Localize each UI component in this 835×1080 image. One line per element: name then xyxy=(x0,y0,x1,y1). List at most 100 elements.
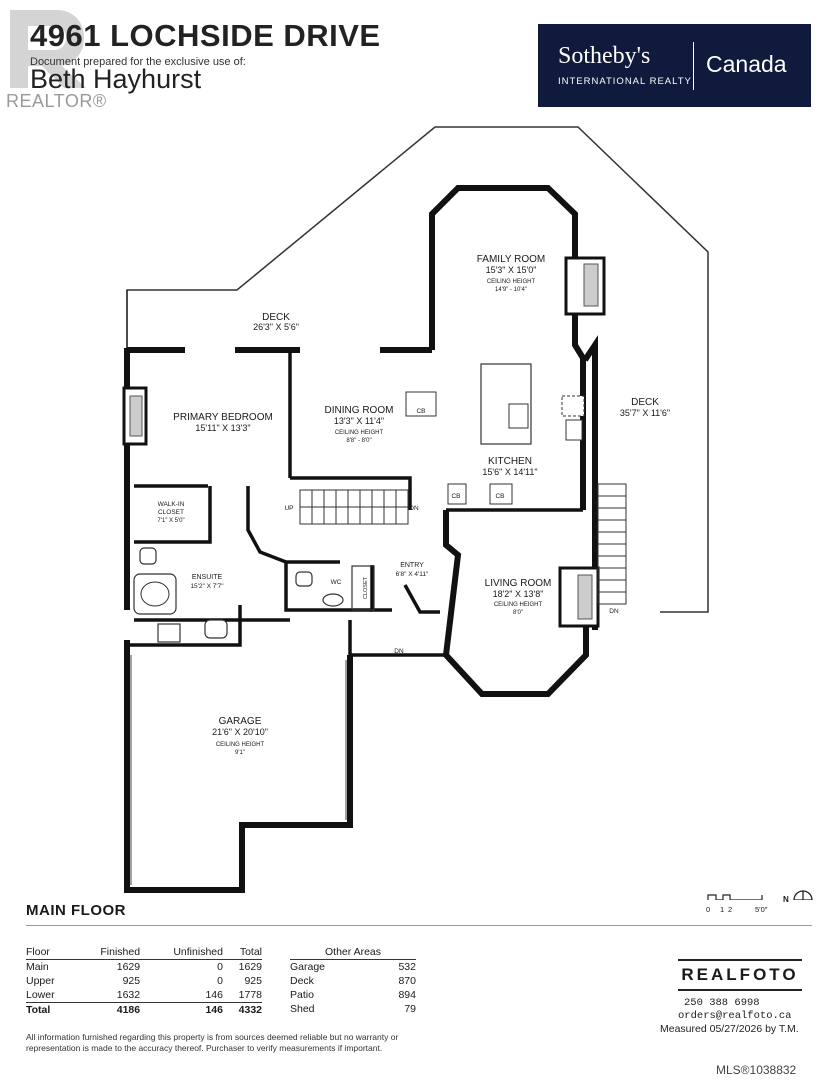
table-cell: Upper xyxy=(26,975,55,987)
svg-text:6'8" X 4'11": 6'8" X 4'11" xyxy=(396,571,429,578)
cabinet-cb xyxy=(489,483,513,505)
scale-bar xyxy=(707,894,763,900)
svg-text:WALK-IN: WALK-IN xyxy=(158,501,185,508)
floor-plan: DECK 26'3" X 5'6" FAMILY ROOM 15'3" X 15… xyxy=(122,126,813,900)
other-areas-table: Other Areas Garage 532 Deck 870 Patio 89… xyxy=(290,946,416,1016)
deck-stairs xyxy=(597,483,627,605)
table-cell: 0 xyxy=(217,961,223,973)
svg-text:35'7" X 11'6": 35'7" X 11'6" xyxy=(620,408,670,418)
column-header: Floor xyxy=(26,946,74,960)
table-row: Deck 870 xyxy=(290,974,416,988)
prepared-for-label: Document prepared for the exclusive use … xyxy=(30,56,246,68)
table-row: Garage 532 xyxy=(290,960,416,975)
measured-date: Measured 05/27/2026 by T.M. xyxy=(660,1023,799,1035)
svg-text:13'3" X 11'4": 13'3" X 11'4" xyxy=(334,416,384,426)
table-row: Lower 1632 146 1778 xyxy=(26,988,262,1003)
table-cell: 1629 xyxy=(238,961,262,973)
closet-label: CLOSET xyxy=(363,576,369,599)
room-label-primary-bedroom: PRIMARY BEDROOM 15'11" X 13'3" xyxy=(173,412,273,433)
brand-sub: INTERNATIONAL REALTY xyxy=(558,76,692,87)
room-label-kitchen: KITCHEN 15'6" X 14'11" xyxy=(482,456,537,477)
stair-down-label: DN xyxy=(609,608,619,615)
table-cell: 0 xyxy=(217,975,223,987)
svg-text:PRIMARY BEDROOM: PRIMARY BEDROOM xyxy=(173,412,273,423)
entry-closet xyxy=(351,565,375,611)
cabinet-cb xyxy=(405,391,437,417)
cabinet-label: CB xyxy=(416,408,425,415)
svg-text:9'1": 9'1" xyxy=(235,750,245,756)
table-cell: 1778 xyxy=(238,989,262,1001)
north-label: N xyxy=(783,895,789,904)
svg-text:7'1" X 5'0": 7'1" X 5'0" xyxy=(157,518,184,524)
brand-country: Canada xyxy=(706,51,787,77)
cabinet-cb xyxy=(447,483,467,505)
property-title: 4961 LOCHSIDE DRIVE xyxy=(30,18,381,53)
mls-number: MLS®1038832 xyxy=(716,1063,797,1077)
room-label-dining-room: DINING ROOM 13'3" X 11'4" CEILING HEIGHT… xyxy=(325,405,394,444)
fireplace-icon xyxy=(122,386,148,446)
svg-text:KITCHEN: KITCHEN xyxy=(488,456,532,467)
floor-name: MAIN FLOOR xyxy=(26,902,126,919)
room-label-garage: GARAGE 21'6" X 20'10" CEILING HEIGHT 9'1… xyxy=(212,716,268,756)
svg-text:26'3" X 5'6": 26'3" X 5'6" xyxy=(253,322,299,332)
stairs xyxy=(299,489,409,525)
toilet-icon xyxy=(139,547,157,565)
room-label-deck-right: DECK 35'7" X 11'6" xyxy=(620,397,670,418)
table-total-row: Total 4186 146 4332 xyxy=(26,1002,262,1017)
table-cell: 925 xyxy=(122,975,141,987)
svg-text:15'3" X 15'0": 15'3" X 15'0" xyxy=(486,265,537,275)
stair-down-label: DN xyxy=(409,505,419,512)
scale-five: 5'0" xyxy=(755,905,768,914)
table-cell: 4186 xyxy=(73,1002,141,1017)
table-row: Patio 894 xyxy=(290,988,416,1002)
sink-icon xyxy=(204,619,228,639)
table-cell: 146 xyxy=(205,989,223,1001)
agent-name: Beth Hayhurst xyxy=(30,64,202,94)
table-cell: Garage xyxy=(290,961,326,973)
svg-text:CEILING HEIGHT: CEILING HEIGHT xyxy=(487,279,536,285)
bathtub-icon xyxy=(133,573,177,615)
double-sink-icon xyxy=(565,419,583,441)
table-cell: 870 xyxy=(398,975,416,987)
room-label-entry: ENTRY 6'8" X 4'11" xyxy=(396,562,429,578)
areas-table: Floor Finished Unfinished Total Main 162… xyxy=(26,946,262,1017)
sink-icon xyxy=(157,623,181,643)
table-cell: Total xyxy=(26,1002,74,1017)
realtor-mark-text: REALTOR® xyxy=(6,91,107,111)
exterior-walls xyxy=(124,185,598,893)
table-cell: 4332 xyxy=(222,1002,262,1017)
table-cell: 532 xyxy=(398,961,416,973)
room-label-walk-in-closet: WALK-IN CLOSET 7'1" X 5'0" xyxy=(157,501,184,524)
table-header-row: Floor Finished Unfinished Total xyxy=(26,946,262,960)
stair-down-label: DN xyxy=(394,648,404,655)
cabinet-label: CB xyxy=(451,493,460,500)
svg-text:CEILING HEIGHT: CEILING HEIGHT xyxy=(216,742,265,748)
contact-phone: 250 388 6998 xyxy=(684,997,760,1009)
fireplace-icon xyxy=(564,256,606,316)
garage-wall-lines xyxy=(130,655,347,885)
table-cell: Lower xyxy=(26,989,55,1001)
table-row: Main 1629 0 1629 xyxy=(26,960,262,975)
svg-text:15'2" X 7'7": 15'2" X 7'7" xyxy=(190,583,224,590)
stair-up-label: UP xyxy=(284,505,293,512)
deck-outline xyxy=(126,126,709,613)
svg-text:15'6" X 14'11": 15'6" X 14'11" xyxy=(482,467,537,477)
tub-basin xyxy=(140,581,170,607)
svg-text:8'0": 8'0" xyxy=(513,610,523,616)
svg-text:15'11" X 13'3": 15'11" X 13'3" xyxy=(195,423,250,433)
svg-text:CLOSET: CLOSET xyxy=(158,509,184,516)
column-header: Finished xyxy=(73,946,141,960)
svg-text:DECK: DECK xyxy=(631,397,659,408)
table-header-row: Other Areas xyxy=(290,946,416,960)
column-header: Other Areas xyxy=(290,946,416,960)
svg-text:8'8" - 8'0": 8'8" - 8'0" xyxy=(346,438,371,444)
column-header: Unfinished xyxy=(140,946,223,960)
table-row: Upper 925 0 925 xyxy=(26,974,262,988)
svg-text:DINING ROOM: DINING ROOM xyxy=(325,405,394,416)
scale-one: 1 xyxy=(720,905,725,914)
svg-text:ENTRY: ENTRY xyxy=(400,562,424,569)
room-label-living-room: LIVING ROOM 18'2" X 13'8" CEILING HEIGHT… xyxy=(485,578,552,616)
brand-name: Sotheby's xyxy=(558,43,651,69)
svg-text:14'9" - 10'4": 14'9" - 10'4" xyxy=(495,287,527,293)
compass-icon xyxy=(793,890,813,900)
